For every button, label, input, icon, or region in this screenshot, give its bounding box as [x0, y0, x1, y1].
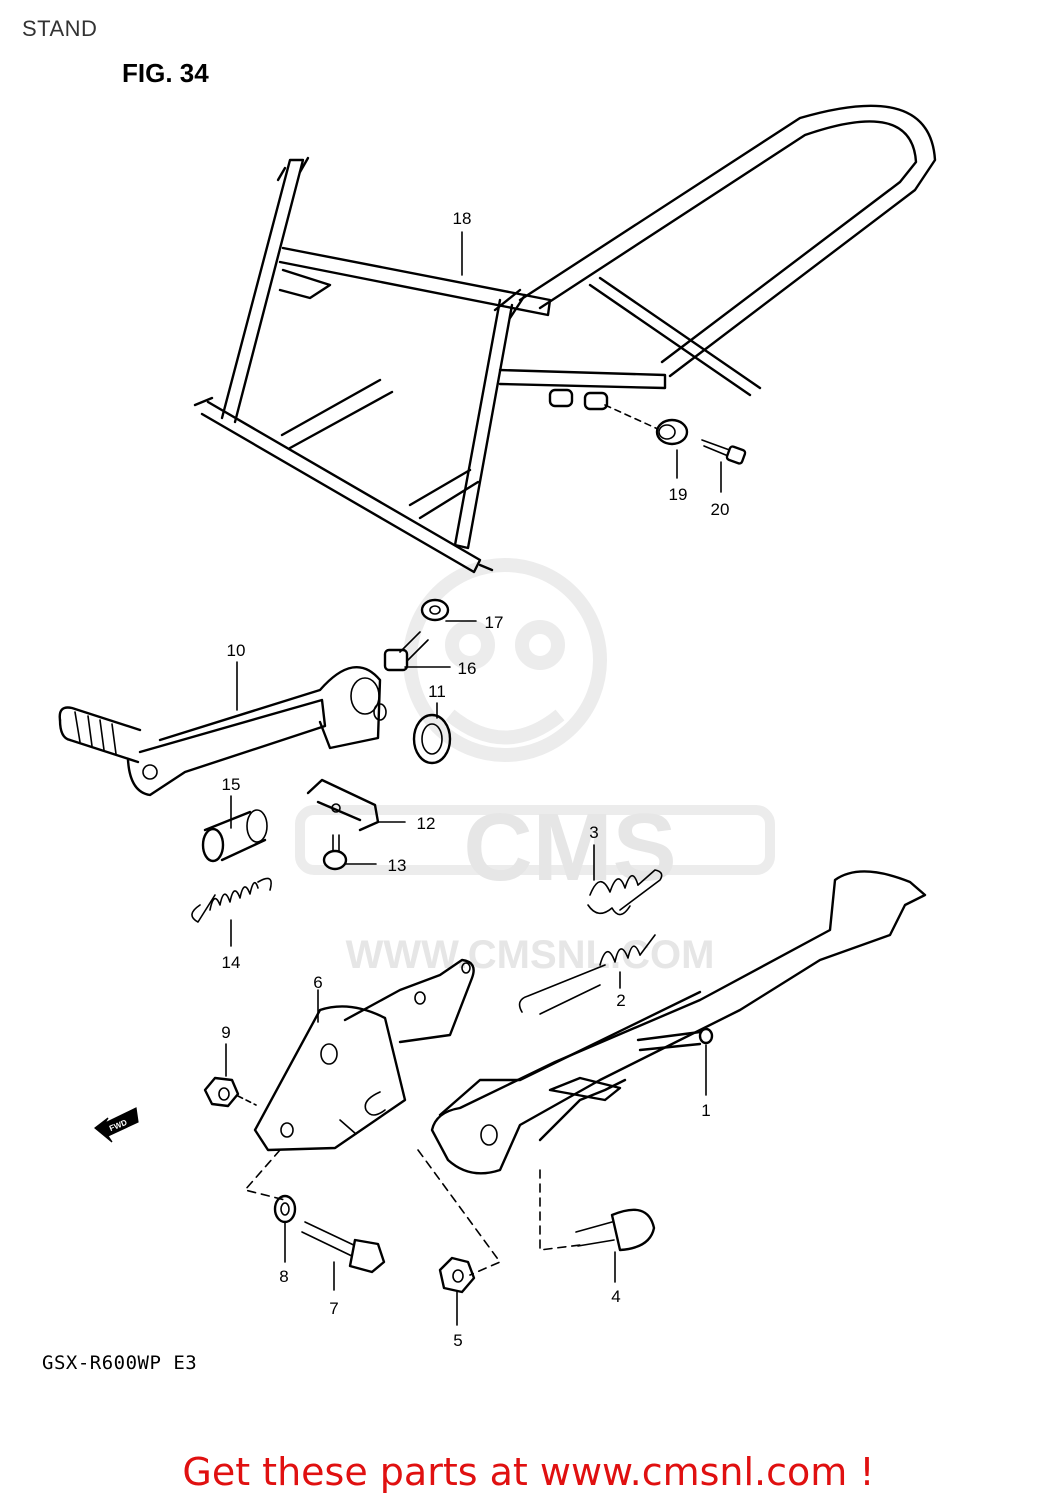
callout-10: 10 — [227, 641, 246, 660]
section-title: STAND — [22, 16, 98, 41]
callout-5: 5 — [453, 1331, 462, 1350]
part-15-collar — [201, 809, 268, 863]
part-8-washer — [273, 1194, 297, 1224]
part-14-spring — [191, 877, 272, 923]
part-2-spring — [518, 934, 656, 1015]
part-6-plate — [253, 958, 475, 1152]
watermark-site: WWW.CMSNL.COM — [346, 933, 715, 977]
callout-6: 6 — [313, 973, 322, 992]
part-10-lever — [58, 666, 387, 797]
watermark-mascot — [403, 558, 607, 762]
get-parts-link[interactable]: Get these parts at www.cmsnl.com ! — [182, 1450, 875, 1494]
part-3-spring — [587, 869, 663, 916]
part-20-bolt — [701, 439, 747, 465]
part-13-screw — [322, 834, 348, 871]
model-code: GSX-R600WP E3 — [42, 1352, 198, 1374]
part-1-side-stand — [430, 870, 927, 1175]
part-18-main-stand — [193, 104, 937, 574]
callout-20: 20 — [711, 500, 730, 519]
callout-numbers: 18 19 20 17 16 10 11 12 13 15 14 3 2 6 9… — [221, 209, 729, 1350]
watermark-logo: CMS — [463, 794, 676, 901]
watermark-banner — [295, 805, 775, 875]
callout-14: 14 — [222, 953, 241, 972]
part-16-bolt — [383, 631, 429, 672]
callout-19: 19 — [669, 485, 688, 504]
callout-3: 3 — [589, 823, 598, 842]
part-5-nut — [438, 1256, 476, 1294]
callout-11: 11 — [428, 682, 446, 701]
callout-9: 9 — [221, 1023, 230, 1042]
forward-direction-arrow: FWD — [94, 1107, 139, 1143]
callout-15: 15 — [222, 775, 241, 794]
callout-leaders — [225, 231, 722, 1326]
callout-2: 2 — [616, 991, 625, 1010]
figure-label: FIG. 34 — [122, 58, 209, 88]
callout-4: 4 — [611, 1287, 620, 1306]
part-12-bracket — [306, 778, 380, 832]
callout-13: 13 — [388, 856, 407, 875]
callout-17: 17 — [485, 613, 504, 632]
callout-18: 18 — [453, 209, 472, 228]
part-11-washer — [412, 713, 452, 765]
callout-16: 16 — [458, 659, 477, 678]
callout-1: 1 — [701, 1101, 710, 1120]
part-4-bolt — [575, 1208, 656, 1252]
assembly-lines — [244, 1149, 581, 1276]
part-17-nut — [420, 598, 450, 622]
part-7-bolt — [301, 1221, 386, 1274]
callout-12: 12 — [417, 814, 436, 833]
callout-7: 7 — [329, 1299, 338, 1318]
part-9-nut — [203, 1076, 257, 1108]
callout-8: 8 — [279, 1267, 288, 1286]
part-19-bushing — [655, 418, 689, 446]
watermark: CMS WWW.CMSNL.COM — [295, 558, 775, 977]
